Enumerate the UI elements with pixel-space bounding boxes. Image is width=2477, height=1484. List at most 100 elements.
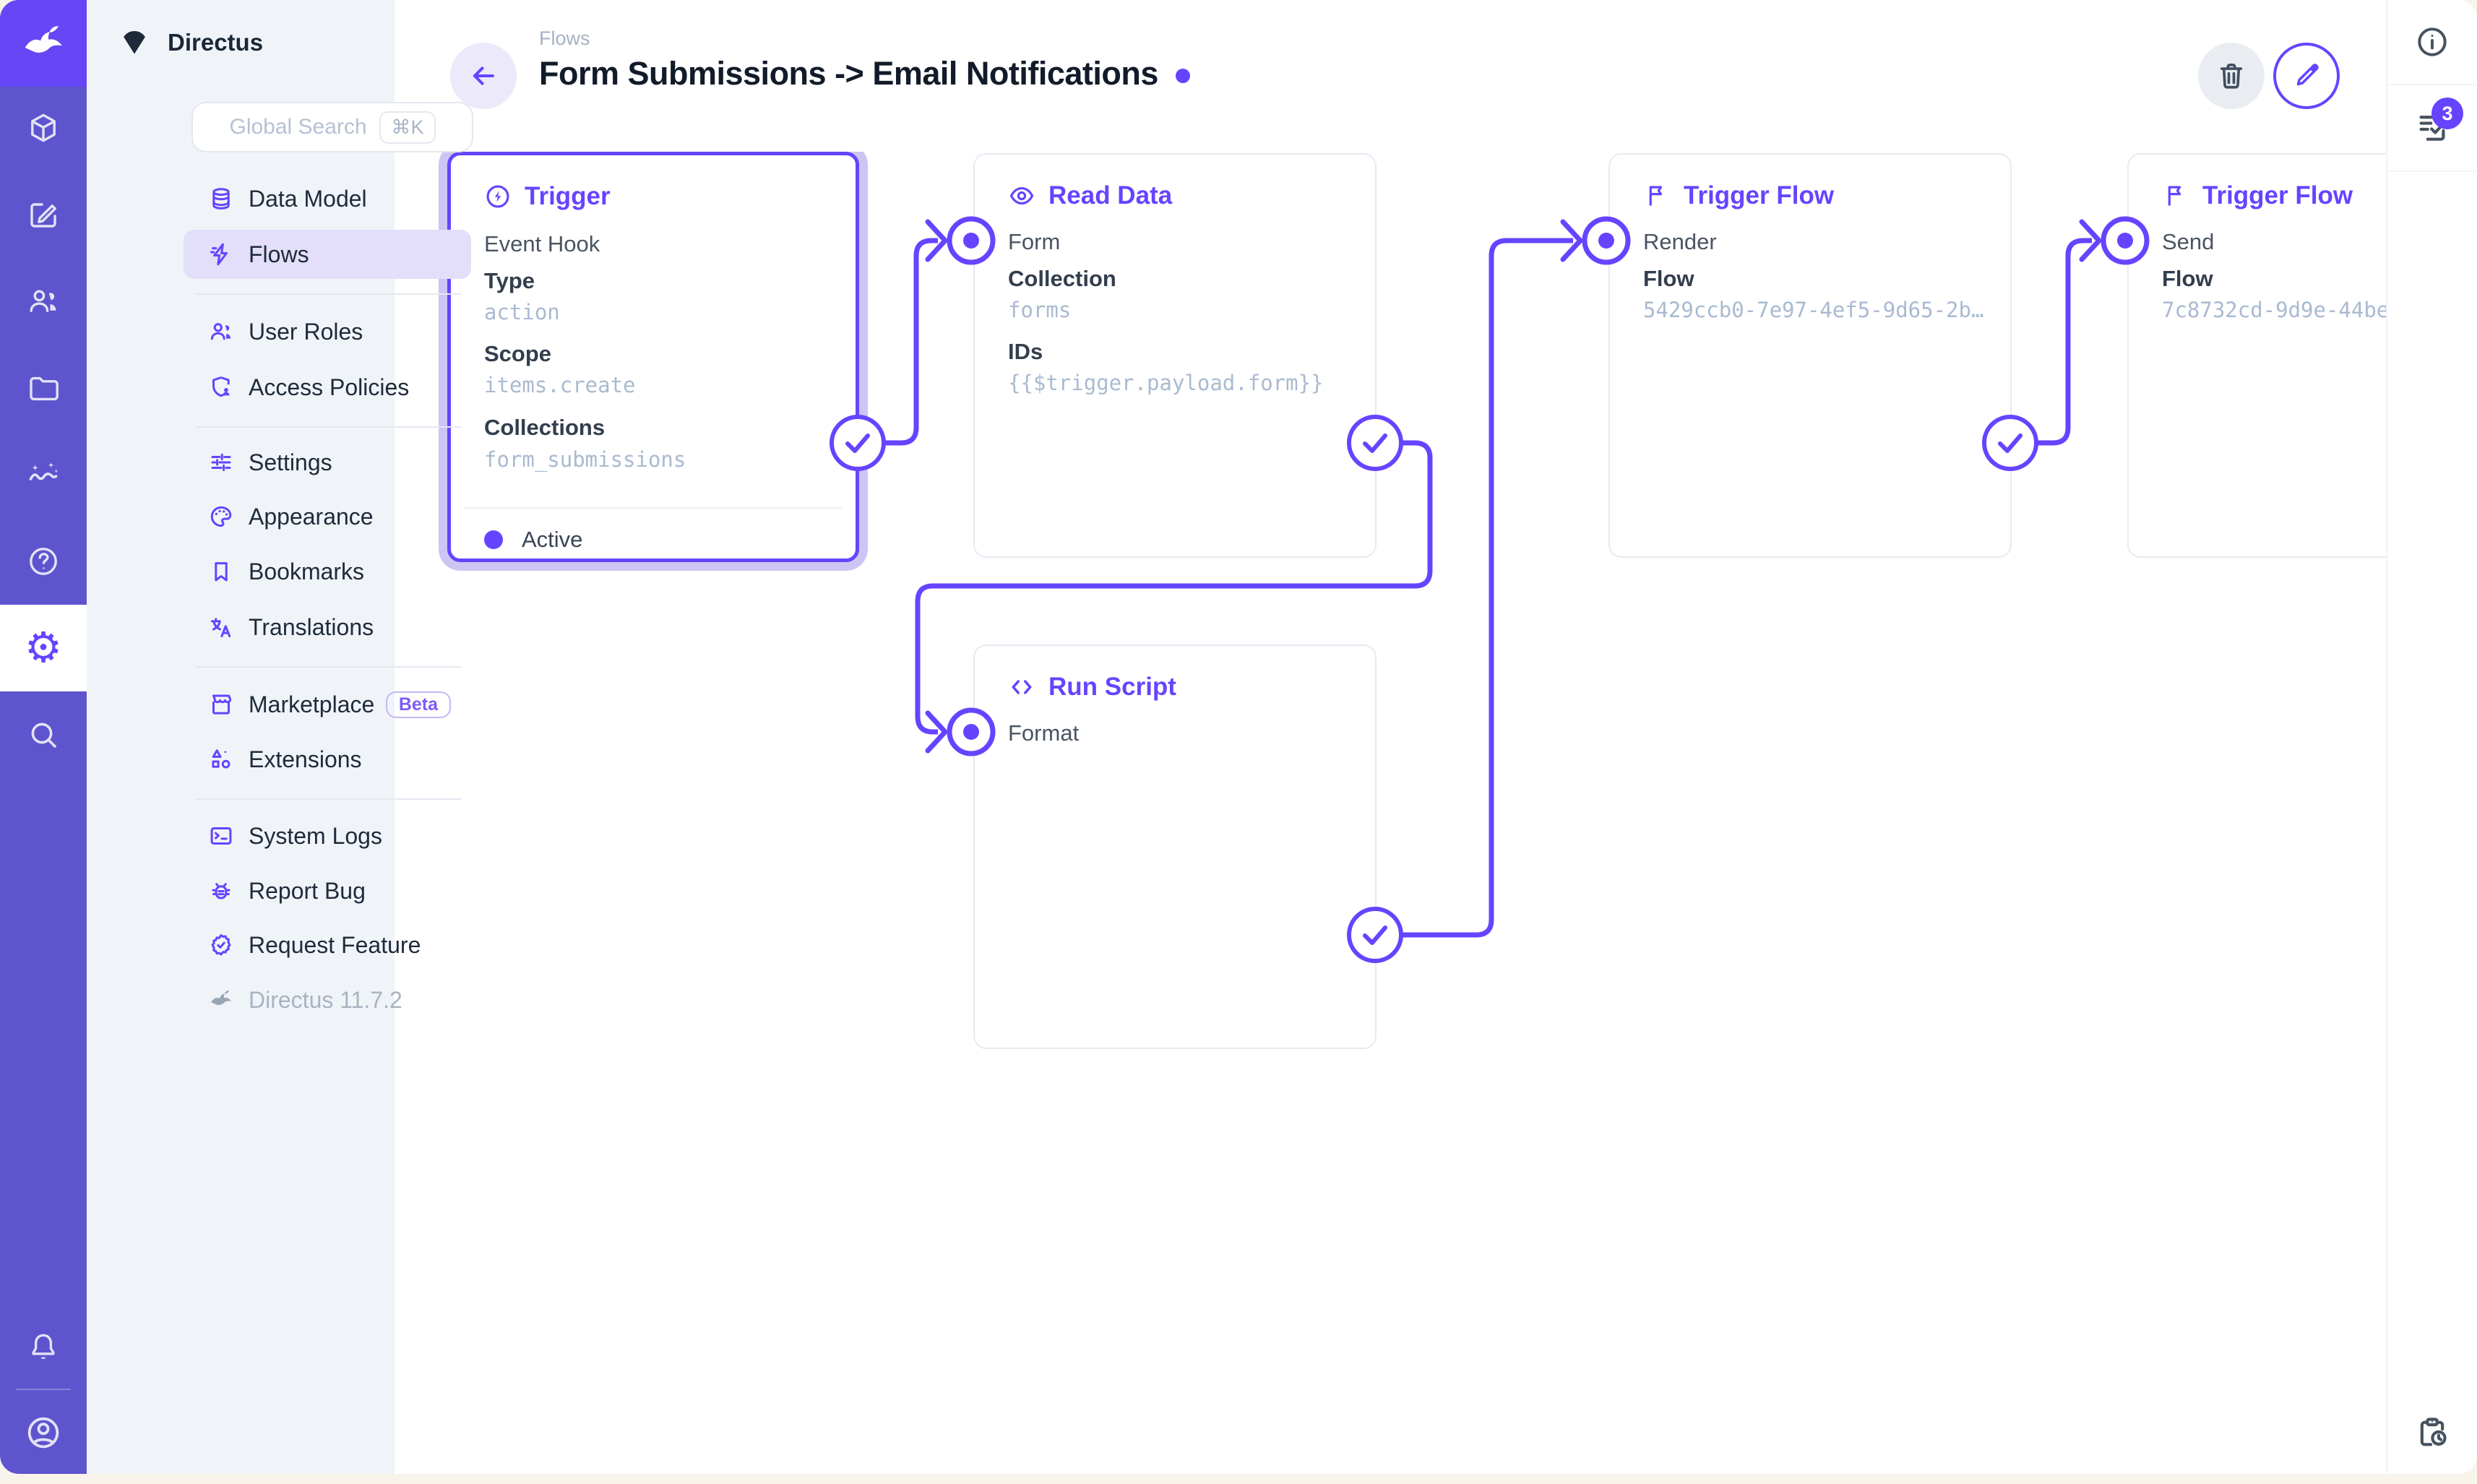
field-label: IDs [1008, 339, 1043, 364]
edit-square-icon [30, 203, 56, 228]
panel-trigger-flow-render[interactable]: Trigger Flow Render Flow 5429ccb0-7e97-4… [1608, 153, 2012, 558]
notification-count-badge: 3 [2431, 98, 2463, 129]
sidebar-item-label: Extensions [249, 746, 362, 772]
shield-user-icon [212, 376, 230, 397]
status-dot [484, 530, 503, 549]
terminal-icon [210, 827, 232, 845]
module-docs[interactable] [0, 518, 87, 605]
page-title: Form Submissions -> Email Notifications [539, 55, 1158, 92]
sidebar-item-access-policies[interactable]: Access Policies [184, 363, 471, 412]
schedule-sidebar-button[interactable] [2387, 1390, 2477, 1474]
field-value: 7c8732cd-9d9e-44be [2162, 298, 2390, 322]
sidebar-item-label: System Logs [249, 822, 382, 849]
module-bar-divider [16, 1389, 71, 1390]
sidebar-version: Directus 11.7.2 [184, 975, 471, 1024]
panel-header: Trigger Flow [2162, 175, 2353, 217]
status-badge: Active [522, 527, 583, 552]
cube-icon [31, 113, 56, 142]
rabbit-logo-icon [25, 26, 62, 53]
module-users[interactable] [0, 258, 87, 345]
sidebar-item-report-bug[interactable]: Report Bug [184, 866, 471, 915]
help-icon [30, 548, 57, 575]
sidebar-item-system-logs[interactable]: System Logs [184, 811, 471, 860]
sidebar-item-request-feature[interactable]: Request Feature [184, 920, 471, 970]
panel-run-script[interactable]: Run Script Format [973, 644, 1377, 1049]
page-title-row: Form Submissions -> Email Notifications [539, 55, 1190, 92]
back-button[interactable] [450, 43, 517, 109]
sidebar-divider [195, 293, 461, 295]
info-sidebar-button[interactable] [2387, 0, 2477, 84]
beta-badge: Beta [385, 691, 451, 718]
logs-sidebar-button[interactable]: 3 [2387, 85, 2477, 169]
storefront-icon [212, 694, 232, 715]
field-value: items.create [484, 373, 636, 397]
version-label: Directus 11.7.2 [249, 986, 402, 1013]
notifications-button[interactable] [0, 1304, 87, 1391]
directus-logo[interactable] [0, 0, 87, 87]
module-content[interactable] [0, 85, 87, 171]
panel-header: Trigger [484, 176, 611, 217]
avatar-icon [27, 1417, 59, 1449]
sidebar-item-flows[interactable]: Flows [184, 230, 471, 279]
translate-icon [210, 618, 231, 638]
panel-divider [464, 507, 843, 509]
bell-icon [32, 1334, 55, 1360]
sidebar-item-label: Marketplace [249, 691, 375, 717]
arrow-left-icon [473, 66, 494, 85]
sidebar-divider [195, 798, 461, 800]
panel-header: Read Data [1008, 175, 1172, 217]
sidebar-item-label: Flows [249, 241, 309, 267]
sidebar-item-marketplace[interactable]: Marketplace Beta [184, 680, 471, 729]
code-icon [1012, 680, 1032, 694]
folder-icon [30, 376, 59, 401]
user-avatar[interactable] [0, 1389, 87, 1474]
module-search[interactable] [0, 691, 87, 778]
sidebar-item-label: User Roles [249, 318, 363, 345]
rabbit-gray-icon [211, 991, 232, 1006]
search-input[interactable] [229, 115, 367, 139]
seal-check-icon [211, 934, 231, 956]
field-value: forms [1008, 298, 1072, 322]
sidebar-item-bookmarks[interactable]: Bookmarks [184, 547, 471, 596]
sidebar-item-appearance[interactable]: Appearance [184, 492, 471, 541]
module-settings[interactable]: ⚙ [0, 605, 87, 691]
trigger-type-name: Event Hook [484, 231, 600, 256]
field-label: Collections [484, 415, 606, 440]
palette-icon [210, 506, 232, 527]
flag-icon [2168, 186, 2181, 206]
module-bar: ⚙ [0, 0, 87, 1474]
module-files[interactable] [0, 345, 87, 431]
sidebar-item-settings[interactable]: Settings [184, 438, 471, 487]
bookmark-icon [215, 562, 228, 582]
sidebar-item-data-model[interactable]: Data Model [184, 174, 471, 223]
sidebar-divider [195, 426, 461, 428]
clipboard-clock-icon [2420, 1418, 2447, 1446]
panel-read-data[interactable]: Read Data Form Collection forms IDs {{$t… [973, 153, 1377, 558]
panel-title: Trigger Flow [2202, 181, 2353, 210]
delete-flow-button[interactable] [2198, 43, 2265, 109]
operation-name: Send [2162, 229, 2215, 254]
sliders-icon [211, 453, 231, 472]
module-editor[interactable] [0, 171, 87, 258]
panel-title: Run Script [1048, 673, 1176, 701]
breadcrumb[interactable]: Flows [539, 27, 590, 49]
sidebar-divider [195, 666, 461, 668]
edit-flow-button[interactable] [2273, 43, 2340, 109]
panel-trigger[interactable]: Trigger Event Hook Type action Scope ite… [447, 152, 859, 562]
sidebar-item-label: Appearance [249, 503, 374, 530]
flag-icon [1649, 186, 1663, 206]
sidebar-item-translations[interactable]: Translations [184, 603, 471, 652]
eye-icon [1009, 186, 1034, 205]
field-label: Flow [1643, 266, 1694, 291]
project-switcher[interactable]: Directus [87, 0, 395, 85]
sidebar-item-extensions[interactable]: Extensions [184, 735, 471, 784]
users-icon [210, 323, 231, 340]
sidebar-item-label: Report Bug [249, 877, 366, 904]
operation-name: Form [1008, 229, 1061, 254]
sidebar-item-user-roles[interactable]: User Roles [184, 307, 471, 356]
field-label: Collection [1008, 266, 1116, 291]
rail-divider [2387, 171, 2477, 172]
global-search[interactable]: ⌘K [191, 102, 473, 152]
flow-color-dot [1175, 69, 1190, 83]
module-insights[interactable] [0, 431, 87, 518]
